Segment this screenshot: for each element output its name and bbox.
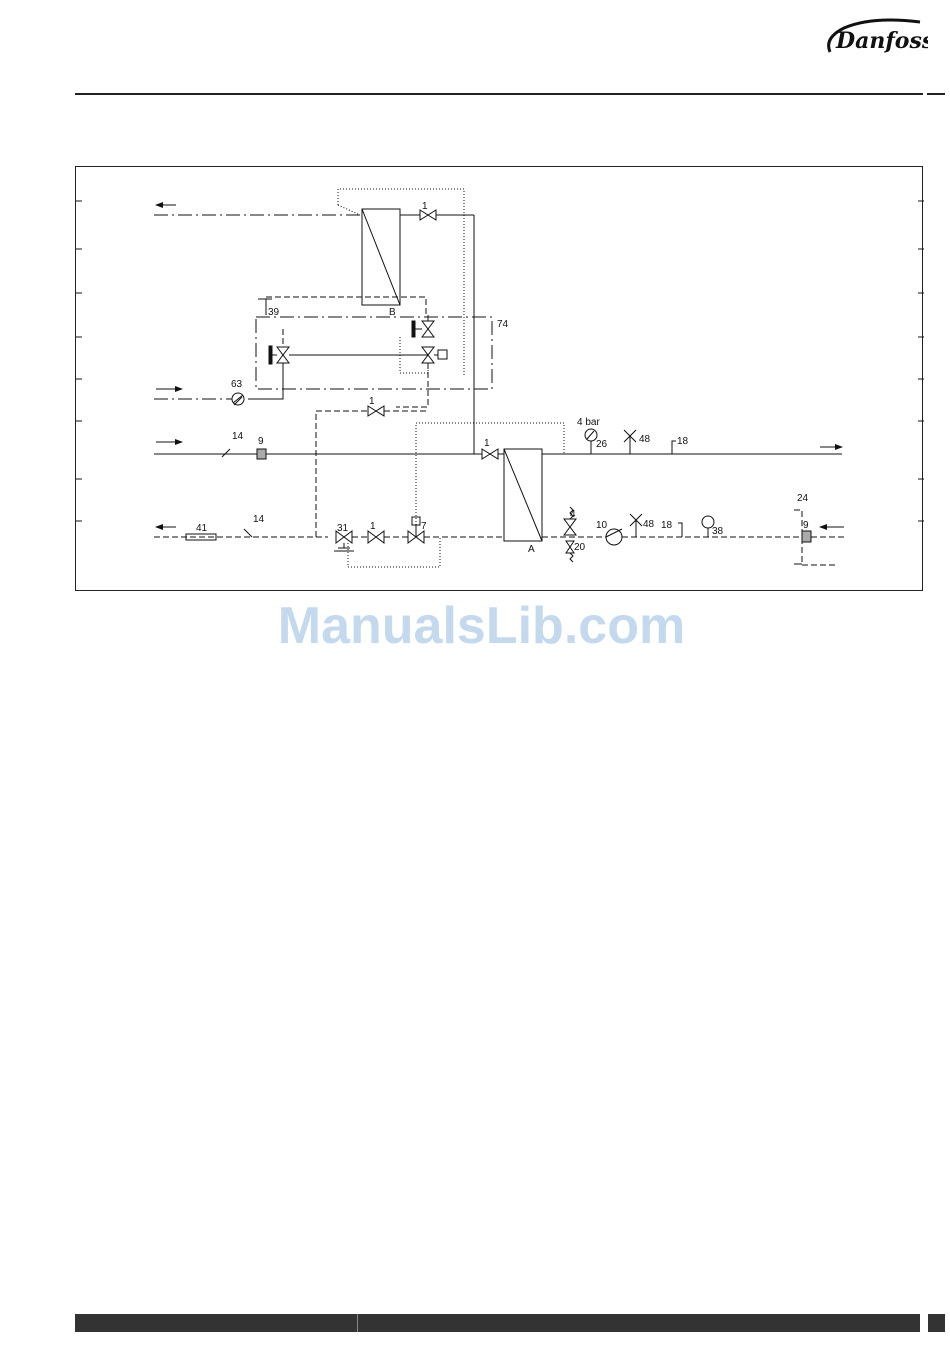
air-vent-48-lower <box>630 514 642 537</box>
watermark: ManualsLib.com <box>0 596 950 656</box>
safety-valve-4 <box>564 519 576 535</box>
label-18-upper: 18 <box>677 436 689 447</box>
sensor-18-lower <box>678 523 682 537</box>
boundary-74 <box>256 317 492 389</box>
label-74: 74 <box>497 319 509 330</box>
label-14-lower: 14 <box>253 514 265 525</box>
label-hex-b: B <box>389 307 396 318</box>
label-38: 38 <box>712 526 724 537</box>
label-18-lower: 18 <box>661 520 673 531</box>
valve-20 <box>566 541 574 553</box>
control-line-top <box>338 189 464 377</box>
label-41: 41 <box>196 523 208 534</box>
motor-valve-left <box>277 347 289 363</box>
label-7: 7 <box>421 521 427 532</box>
filter-9-lower <box>802 531 811 542</box>
air-vent-48-upper <box>624 430 636 454</box>
label-24: 24 <box>797 493 809 504</box>
label-valve-1-supply: 1 <box>484 438 490 449</box>
footer-divider <box>357 1314 358 1332</box>
svg-text:Danfoss: Danfoss <box>835 28 928 54</box>
label-14-upper: 14 <box>232 431 244 442</box>
label-valve-1-mid: 1 <box>369 396 375 407</box>
motor-valve-upper <box>422 321 434 337</box>
sensor-18-upper <box>672 441 676 454</box>
danfoss-logo: Danfoss <box>822 16 928 60</box>
header-rule-end <box>927 93 945 95</box>
label-39: 39 <box>268 307 280 318</box>
valve-1-mid <box>368 406 384 416</box>
border-ticks <box>76 201 924 521</box>
label-4: 4 <box>570 509 576 520</box>
label-26: 26 <box>596 439 608 450</box>
filter-9-upper <box>257 449 266 459</box>
pump-10 <box>606 529 622 545</box>
label-10: 10 <box>596 520 608 531</box>
label-valve-1-top: 1 <box>422 201 428 212</box>
valve-1-supply <box>482 449 498 459</box>
footer-end-block <box>928 1314 945 1332</box>
valve-1-lower <box>368 531 384 543</box>
label-9-upper: 9 <box>258 436 264 447</box>
label-48-lower: 48 <box>643 519 655 530</box>
label-hex-a: A <box>528 544 535 555</box>
footer-bar <box>75 1314 920 1332</box>
piping-diagram: 1 B 39 74 63 1 14 9 1 4 bar 26 48 18 24 … <box>75 166 923 591</box>
label-63: 63 <box>231 379 243 390</box>
primary-circuit-b <box>266 297 426 315</box>
label-9-lower: 9 <box>803 520 809 531</box>
label-20: 20 <box>574 542 586 553</box>
label-48-upper: 48 <box>639 434 651 445</box>
bypass-line <box>316 411 368 537</box>
label-31: 31 <box>337 523 349 534</box>
label-valve-1-lower: 1 <box>370 521 376 532</box>
header-rule <box>75 93 923 95</box>
label-pressure: 4 bar <box>577 417 600 428</box>
